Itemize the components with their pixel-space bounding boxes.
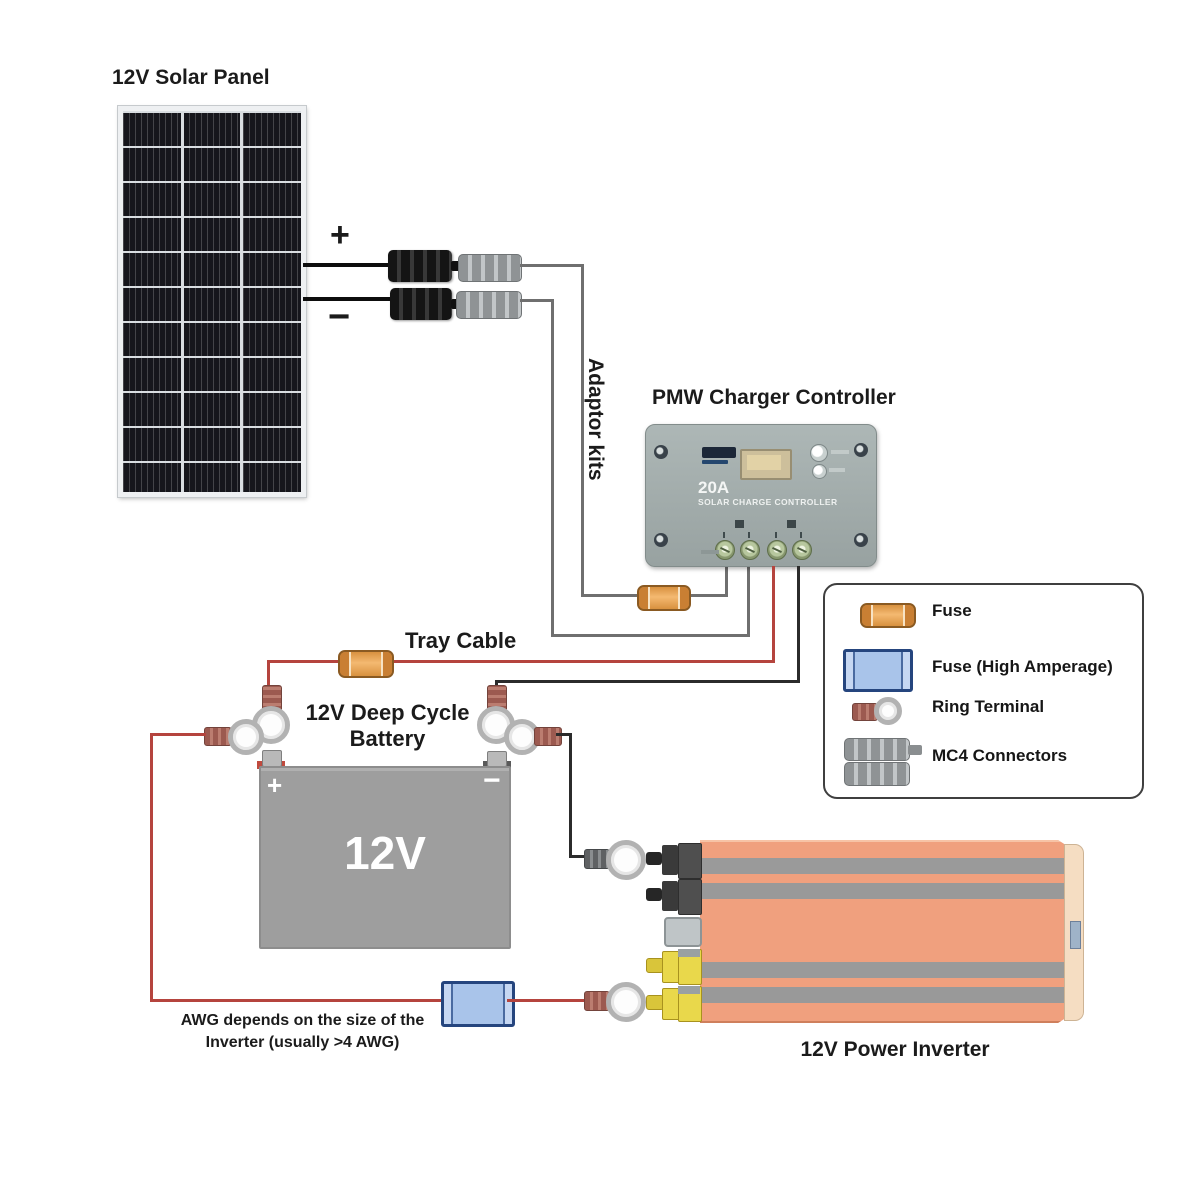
mc4-male-negative-icon <box>390 288 465 320</box>
set-button <box>812 464 827 479</box>
controller-rating: 20A <box>698 478 730 497</box>
legend-item-label: MC4 Connectors <box>932 746 1068 765</box>
negative-terminal-bracket <box>678 843 702 879</box>
inverter-negative-wire <box>556 733 572 736</box>
charge-controller: 20A SOLAR CHARGE CONTROLLER <box>645 424 877 567</box>
mc4-male-positive-icon <box>388 250 465 282</box>
fuse-icon <box>338 650 394 678</box>
battery-positive-wire <box>772 566 775 663</box>
ring-terminal-sleeve <box>534 727 562 746</box>
battery-title: 12V Deep Cycle Battery <box>280 700 495 752</box>
inverter-negative-wire <box>569 733 572 858</box>
mc4-connectors-icon <box>844 738 922 761</box>
battery: + − 12V <box>259 764 511 949</box>
tray-cable-label: Tray Cable <box>405 628 517 653</box>
terminal-cap <box>678 986 700 994</box>
legend-item-label: Fuse <box>932 601 972 620</box>
lcd-screen <box>747 455 781 470</box>
awg-note-line1: AWG depends on the size of the <box>180 1012 425 1029</box>
terminal-battery-positive <box>767 540 787 560</box>
inverter-negative-wire <box>571 855 588 858</box>
negative-terminal <box>662 881 678 911</box>
ring-terminal-icon <box>606 982 646 1022</box>
inverter-connector <box>664 917 702 947</box>
fuse-high-amperage-icon <box>843 649 913 692</box>
power-inverter <box>700 840 1080 1023</box>
inverter-positive-wire <box>150 999 443 1002</box>
solar-symbol-icon <box>735 520 744 528</box>
adaptor-negative-wire <box>747 566 750 637</box>
ring-terminal-icon <box>874 697 902 725</box>
panel-negative-lead <box>303 297 391 301</box>
adaptor-positive-wire <box>520 264 583 267</box>
battery-positive-wire <box>267 660 270 690</box>
negative-sign: − <box>328 296 351 338</box>
terminal-battery-negative <box>792 540 812 560</box>
controller-title: PMW Charger Controller <box>652 386 896 409</box>
adaptor-negative-wire <box>551 299 554 637</box>
legend-item-label: Fuse (High Amperage) <box>932 657 1113 676</box>
model-text <box>701 550 719 554</box>
legend-box: Fuse Fuse (High Amperage) Ring Terminal … <box>823 583 1144 799</box>
terminal-cap <box>678 949 700 957</box>
adaptor-positive-wire <box>584 594 640 597</box>
battery-positive-wire <box>269 660 775 663</box>
adaptor-positive-wire <box>725 566 728 597</box>
adaptor-negative-wire <box>520 299 554 302</box>
adaptor-positive-wire <box>689 594 728 597</box>
screw-icon <box>854 533 868 547</box>
battery-positive-post <box>262 750 282 767</box>
button-label-text <box>831 450 849 454</box>
screw-icon <box>654 445 668 459</box>
fuse-icon <box>860 603 916 628</box>
solar-panel <box>118 106 306 497</box>
mode-button <box>810 444 828 462</box>
fuse-icon <box>637 585 691 611</box>
adaptor-positive-wire <box>581 264 584 597</box>
inverter-switch <box>1070 921 1081 949</box>
polarity-mark <box>723 532 725 538</box>
solar-panel-title: 12V Solar Panel <box>112 66 270 89</box>
ring-terminal-icon <box>606 840 646 880</box>
inverter-positive-wire <box>152 733 206 736</box>
awg-note: AWG depends on the size of the Inverter … <box>160 1010 445 1054</box>
lcd-display <box>740 449 792 480</box>
positive-sign: + <box>330 216 350 254</box>
fuse-high-amperage-icon <box>441 981 515 1027</box>
adaptor-negative-wire <box>551 634 750 637</box>
button-label-text <box>829 468 845 472</box>
polarity-mark <box>800 532 802 538</box>
screw-icon <box>654 533 668 547</box>
battery-voltage: 12V <box>344 827 426 879</box>
polarity-mark <box>748 532 750 538</box>
adaptor-kits-label: Adaptor kits <box>584 358 607 481</box>
polarity-mark <box>775 532 777 538</box>
legend-item-label: Ring Terminal <box>932 697 1045 716</box>
battery-negative-wire <box>797 566 800 683</box>
battery-negative-wire <box>495 680 800 683</box>
awg-note-line2: Inverter (usually >4 AWG) <box>205 1034 400 1051</box>
battery-minus-mark: − <box>483 764 501 797</box>
battery-title-line1: 12V Deep Cycle <box>305 700 470 725</box>
inverter-positive-wire <box>507 999 588 1002</box>
inverter-positive-wire <box>150 733 153 1002</box>
negative-terminal-stud <box>646 888 662 901</box>
battery-symbol-icon <box>787 520 796 528</box>
panel-positive-lead <box>303 263 391 267</box>
mc4-adaptor-positive-icon <box>458 254 522 282</box>
mc4-adaptor-negative-icon <box>456 291 522 319</box>
ring-terminal-icon <box>228 719 264 755</box>
mc4-connectors-icon <box>844 762 910 786</box>
brand-logo <box>702 447 736 458</box>
battery-plus-mark: + <box>267 770 283 800</box>
terminal-solar-negative <box>740 540 760 560</box>
screw-icon <box>854 443 868 457</box>
negative-terminal <box>662 845 678 875</box>
controller-subtitle: SOLAR CHARGE CONTROLLER <box>698 497 838 507</box>
inverter-label: 12V Power Inverter <box>800 1038 990 1061</box>
negative-terminal-stud <box>646 852 662 865</box>
negative-terminal-bracket <box>678 879 702 915</box>
battery-title-line2: Battery <box>349 726 426 751</box>
brand-logo-tagline <box>702 460 728 464</box>
